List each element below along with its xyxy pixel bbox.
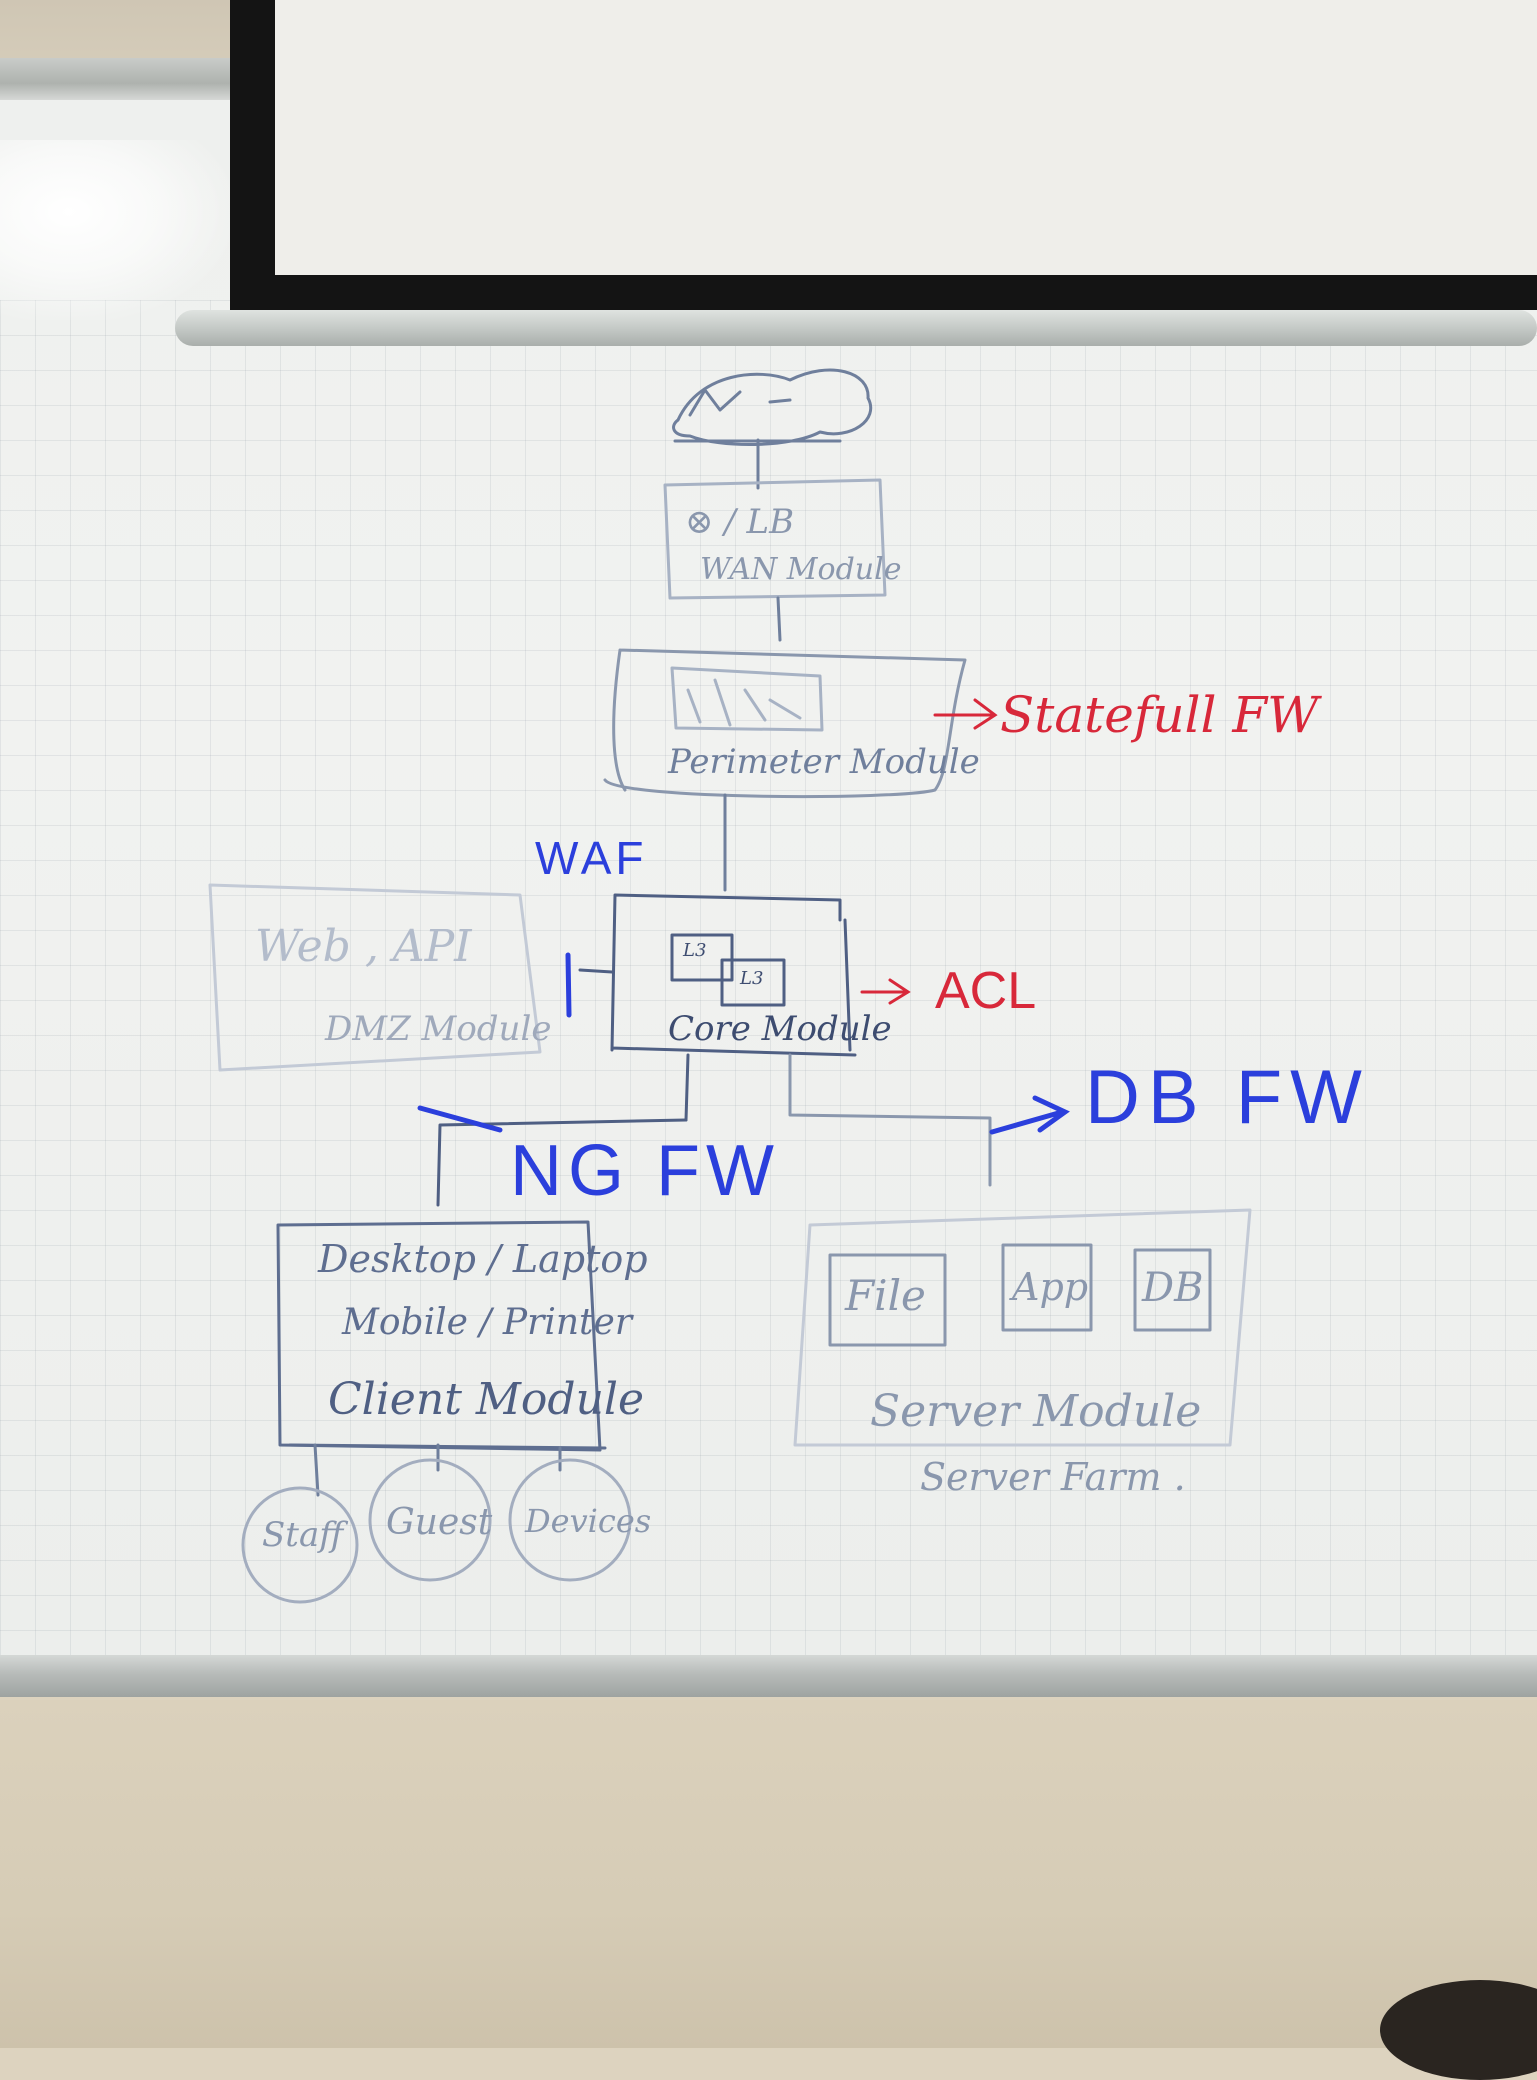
perimeter-module-label: Perimeter Module (668, 742, 980, 782)
app-server-label: App (1012, 1265, 1089, 1309)
ngfw-marker-line (417, 1105, 503, 1133)
staff-group-label: Staff (262, 1515, 344, 1555)
client-module-box (276, 1220, 602, 1452)
devices-group-circle (508, 1458, 632, 1582)
file-server-label: File (845, 1271, 926, 1320)
link-core-to-server (788, 1053, 992, 1187)
core-l3-label-a: L3 (683, 940, 707, 961)
light-glare (0, 140, 230, 320)
client-module-label: Client Module (328, 1374, 645, 1425)
wan-module-box (663, 478, 887, 600)
guest-group-circle (368, 1458, 492, 1582)
arrow-core-to-acl (860, 978, 911, 1005)
core-module-box (610, 893, 857, 1057)
dmz-module-label: DMZ Module (325, 1009, 552, 1049)
link-core-to-client (436, 1118, 688, 1207)
projector-screen (275, 0, 1537, 275)
link-wan-to-perimeter (776, 596, 782, 642)
db-server-label: DB (1142, 1265, 1204, 1311)
devices-group-label: Devices (525, 1502, 652, 1540)
whiteboard-grid (0, 300, 1537, 1670)
wan-module-label: WAN Module (700, 552, 902, 587)
internet-cloud-icon (672, 368, 872, 446)
arrow-perimeter-to-statefull-fw (933, 698, 998, 730)
db-server-box (1133, 1248, 1212, 1332)
core-l3-switch-b (720, 958, 786, 1007)
core-module-label: Core Module (668, 1009, 892, 1049)
file-server-box (828, 1253, 947, 1347)
server-module-label: Server Module (870, 1386, 1202, 1437)
wall-bottom (0, 1700, 1537, 2048)
whiteboard-marker-tray (0, 1655, 1537, 1697)
waf-annotation: WAF (535, 832, 648, 884)
projector-screen-roller (175, 310, 1537, 346)
app-server-box (1001, 1243, 1093, 1332)
firewall-icon (670, 666, 824, 732)
staff-group-circle (241, 1486, 359, 1604)
ngfw-annotation: NG FW (510, 1131, 780, 1211)
statefull-fw-annotation: Statefull FW (1000, 686, 1319, 744)
core-l3-switch-a (670, 933, 734, 982)
whiteboard-top-rail (0, 58, 230, 100)
client-devices-line2: Mobile / Printer (342, 1302, 633, 1343)
acl-annotation: ACL (935, 962, 1037, 1020)
guest-group-label: Guest (386, 1502, 493, 1543)
waf-marker-line (565, 952, 572, 1018)
dmz-module-line1: Web , API (255, 921, 472, 972)
dmz-module-box (208, 883, 542, 1072)
db-fw-annotation: DB FW (1085, 1055, 1370, 1140)
server-module-box (793, 1208, 1252, 1447)
link-core-vertical (684, 1053, 690, 1122)
arrow-to-db-fw (989, 1095, 1070, 1135)
wan-module-line1: ⊗ / LB (685, 502, 795, 542)
server-farm-label: Server Farm . (920, 1455, 1186, 1499)
core-l3-label-b: L3 (740, 968, 764, 989)
link-dmz-to-core (578, 968, 614, 974)
client-devices-line1: Desktop / Laptop (318, 1237, 648, 1281)
perimeter-module-box (603, 648, 967, 799)
internet-cloud-scribble (688, 388, 792, 417)
client-module-underline (288, 1443, 607, 1450)
